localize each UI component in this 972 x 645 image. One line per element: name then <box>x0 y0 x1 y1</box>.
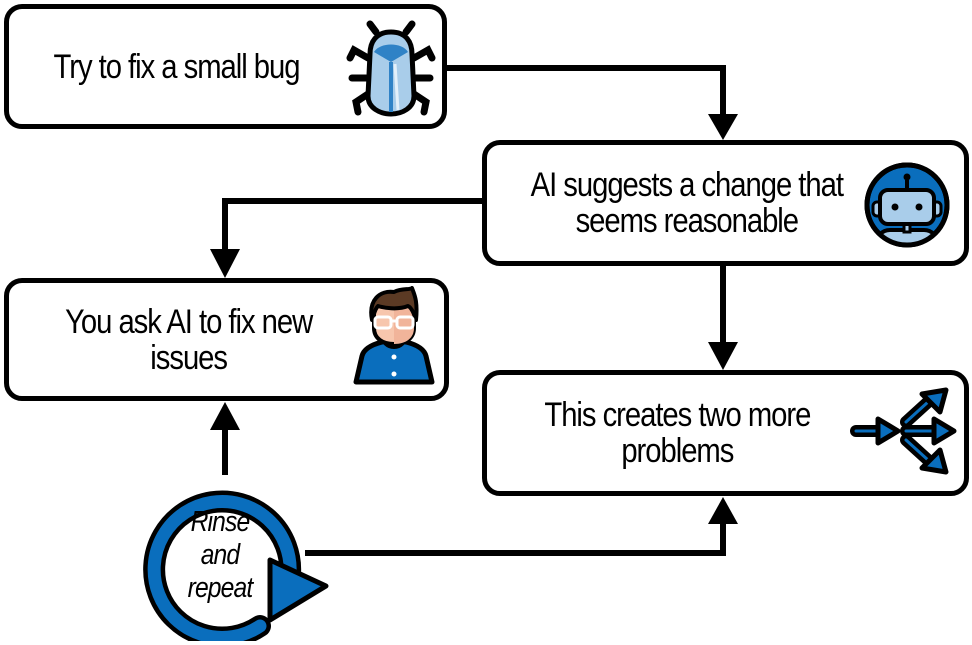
person-icon <box>353 286 435 385</box>
loop-label-line: Rinse <box>190 506 251 538</box>
node-label: Try to fix a small bug <box>53 47 301 86</box>
arrowhead-up <box>210 402 240 430</box>
node-label: AI suggests a change that seems reasonab… <box>530 166 844 240</box>
node-label: This creates two more problems <box>544 396 811 470</box>
robot-icon <box>864 162 950 248</box>
node-ai-suggests: AI suggests a change that seems reasonab… <box>482 140 969 266</box>
node-label: You ask AI to fix new issues <box>65 302 313 377</box>
loop-label: Rinse and repeat <box>169 506 271 605</box>
arrowhead-down <box>708 342 738 370</box>
arrowhead-up <box>708 497 738 524</box>
branching-arrows-icon <box>850 387 957 475</box>
bug-icon <box>346 20 436 117</box>
edge-ai-suggests-to-ask-ai <box>222 198 482 255</box>
arrowhead-down <box>210 249 240 278</box>
loop-label-line: and <box>200 539 240 571</box>
arrowhead-down <box>708 114 738 140</box>
edge-try-fix-to-ai-suggests <box>446 65 726 118</box>
edge-loop-to-creates-problems <box>305 520 726 556</box>
cycle-arrow-icon <box>143 490 329 641</box>
loop-label-line: repeat <box>187 572 254 604</box>
